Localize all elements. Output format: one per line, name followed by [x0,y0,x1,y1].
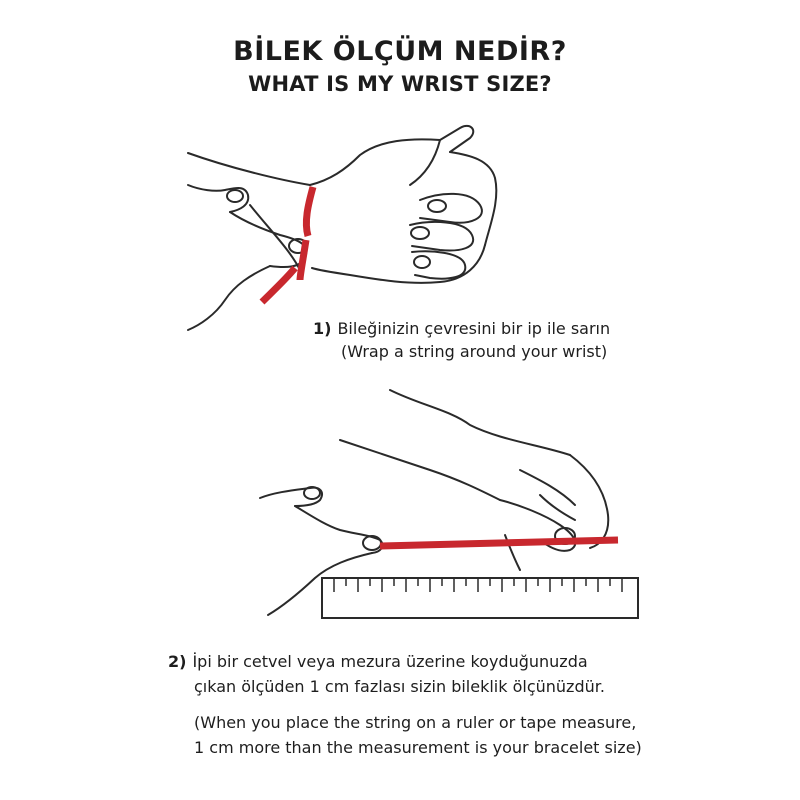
step2-line1: İpi bir cetvel veya mezura üzerine koydu… [192,652,588,671]
ruler-icon [321,577,639,619]
step2-translation-line1: (When you place the string on a ruler or… [194,713,637,732]
step1-translation: (Wrap a string around your wrist) [341,342,608,361]
step1-number: 1) [313,319,332,338]
step2-line2: çıkan ölçüden 1 cm fazlası sizin bilekli… [194,677,605,696]
step1-text: Bileğinizin çevresini bir ip ile sarın [337,319,611,338]
step2-instruction: 2) İpi bir cetvel veya mezura üzerine koy… [168,650,588,674]
step1-instruction: 1) Bileğinizin çevresini bir ip ile sarın [313,317,610,341]
page-subtitle: WHAT IS MY WRIST SIZE? [248,72,552,96]
page-title: BİLEK ÖLÇÜM NEDİR? [233,36,567,67]
step2-number: 2) [168,652,187,671]
step2-translation-line2: 1 cm more than the measurement is your b… [194,738,642,757]
